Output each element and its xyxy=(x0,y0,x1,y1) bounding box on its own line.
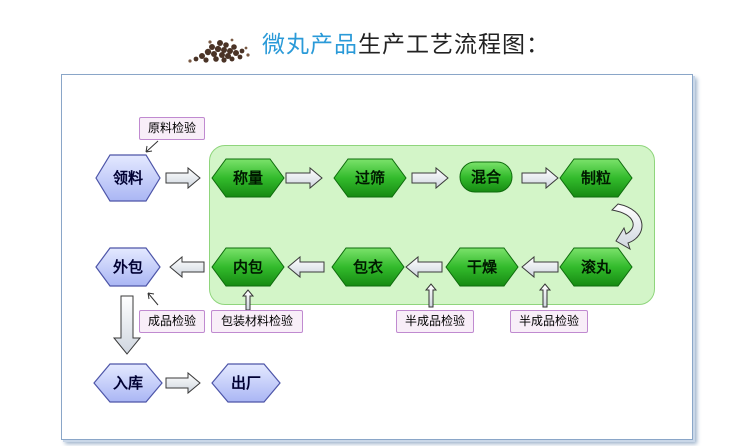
arrow-guoshai-hunhe xyxy=(411,166,449,190)
arrow-ganzao-baoyi xyxy=(405,255,443,279)
arrow-semi-inspection-2 xyxy=(538,283,552,308)
arrow-gunwan-ganzao xyxy=(521,255,559,279)
note-raw-inspection: 原料检验 xyxy=(139,117,205,140)
arrow-neibao-waibao xyxy=(169,255,205,279)
arrow-chengliang-guoshai xyxy=(285,166,323,190)
node-hunhe: 混合 xyxy=(470,168,501,186)
node-neibao: 内包 xyxy=(232,258,263,276)
diamond-waibao xyxy=(95,247,161,287)
diamond-chuchang xyxy=(211,363,281,403)
note-packaging-inspection: 包装材料检验 xyxy=(211,310,303,333)
node-baoyi: 包衣 xyxy=(352,258,383,276)
diamond-chengliang xyxy=(211,158,285,198)
node-chengliang: 称量 xyxy=(232,169,263,187)
node-zhili: 制粒 xyxy=(580,169,611,187)
node-waibao: 外包 xyxy=(112,258,143,276)
arrow-baoyi-neibao xyxy=(287,255,325,279)
node-ruku: 入库 xyxy=(112,374,143,392)
node-lingliao: 领料 xyxy=(112,169,143,187)
arrow-ruku-chuchang xyxy=(165,371,201,395)
arrow-lingliao-chengliang xyxy=(165,166,201,190)
arrow-finished-inspection xyxy=(147,292,159,306)
page-title: 微丸产品生产工艺流程图： xyxy=(0,28,750,64)
node-ganzao: 干燥 xyxy=(466,258,497,276)
pellets-image xyxy=(188,38,250,63)
diamond-guoshai xyxy=(333,158,407,198)
diamond-neibao xyxy=(211,247,285,287)
note-finished-inspection: 成品检验 xyxy=(139,310,205,333)
hexagon-lingliao xyxy=(95,154,161,202)
arrow-raw-inspection xyxy=(145,140,159,153)
node-gunwan: 滚丸 xyxy=(580,258,611,276)
arrow-semi-inspection-1 xyxy=(424,283,438,308)
arrow-zhili-gunwan xyxy=(610,203,643,251)
note-semi-inspection-1: 半成品检验 xyxy=(396,310,474,333)
title-accent-text: 微丸产品 xyxy=(262,32,358,58)
arrow-packaging-inspection xyxy=(241,289,255,311)
node-chuchang: 出厂 xyxy=(230,374,261,392)
diamond-ganzao xyxy=(445,247,519,287)
arrow-waibao-ruku xyxy=(112,295,142,355)
note-semi-inspection-2: 半成品检验 xyxy=(510,310,588,333)
diamond-gunwan xyxy=(559,247,633,287)
diamond-ruku xyxy=(93,363,163,403)
title-rest-text: 生产工艺流程图： xyxy=(358,32,550,58)
node-guoshai: 过筛 xyxy=(354,169,385,187)
diamond-baoyi xyxy=(331,247,405,287)
diamond-zhili xyxy=(559,158,633,198)
arrow-hunhe-zhili xyxy=(521,166,559,190)
rounded-hunhe xyxy=(459,161,513,193)
